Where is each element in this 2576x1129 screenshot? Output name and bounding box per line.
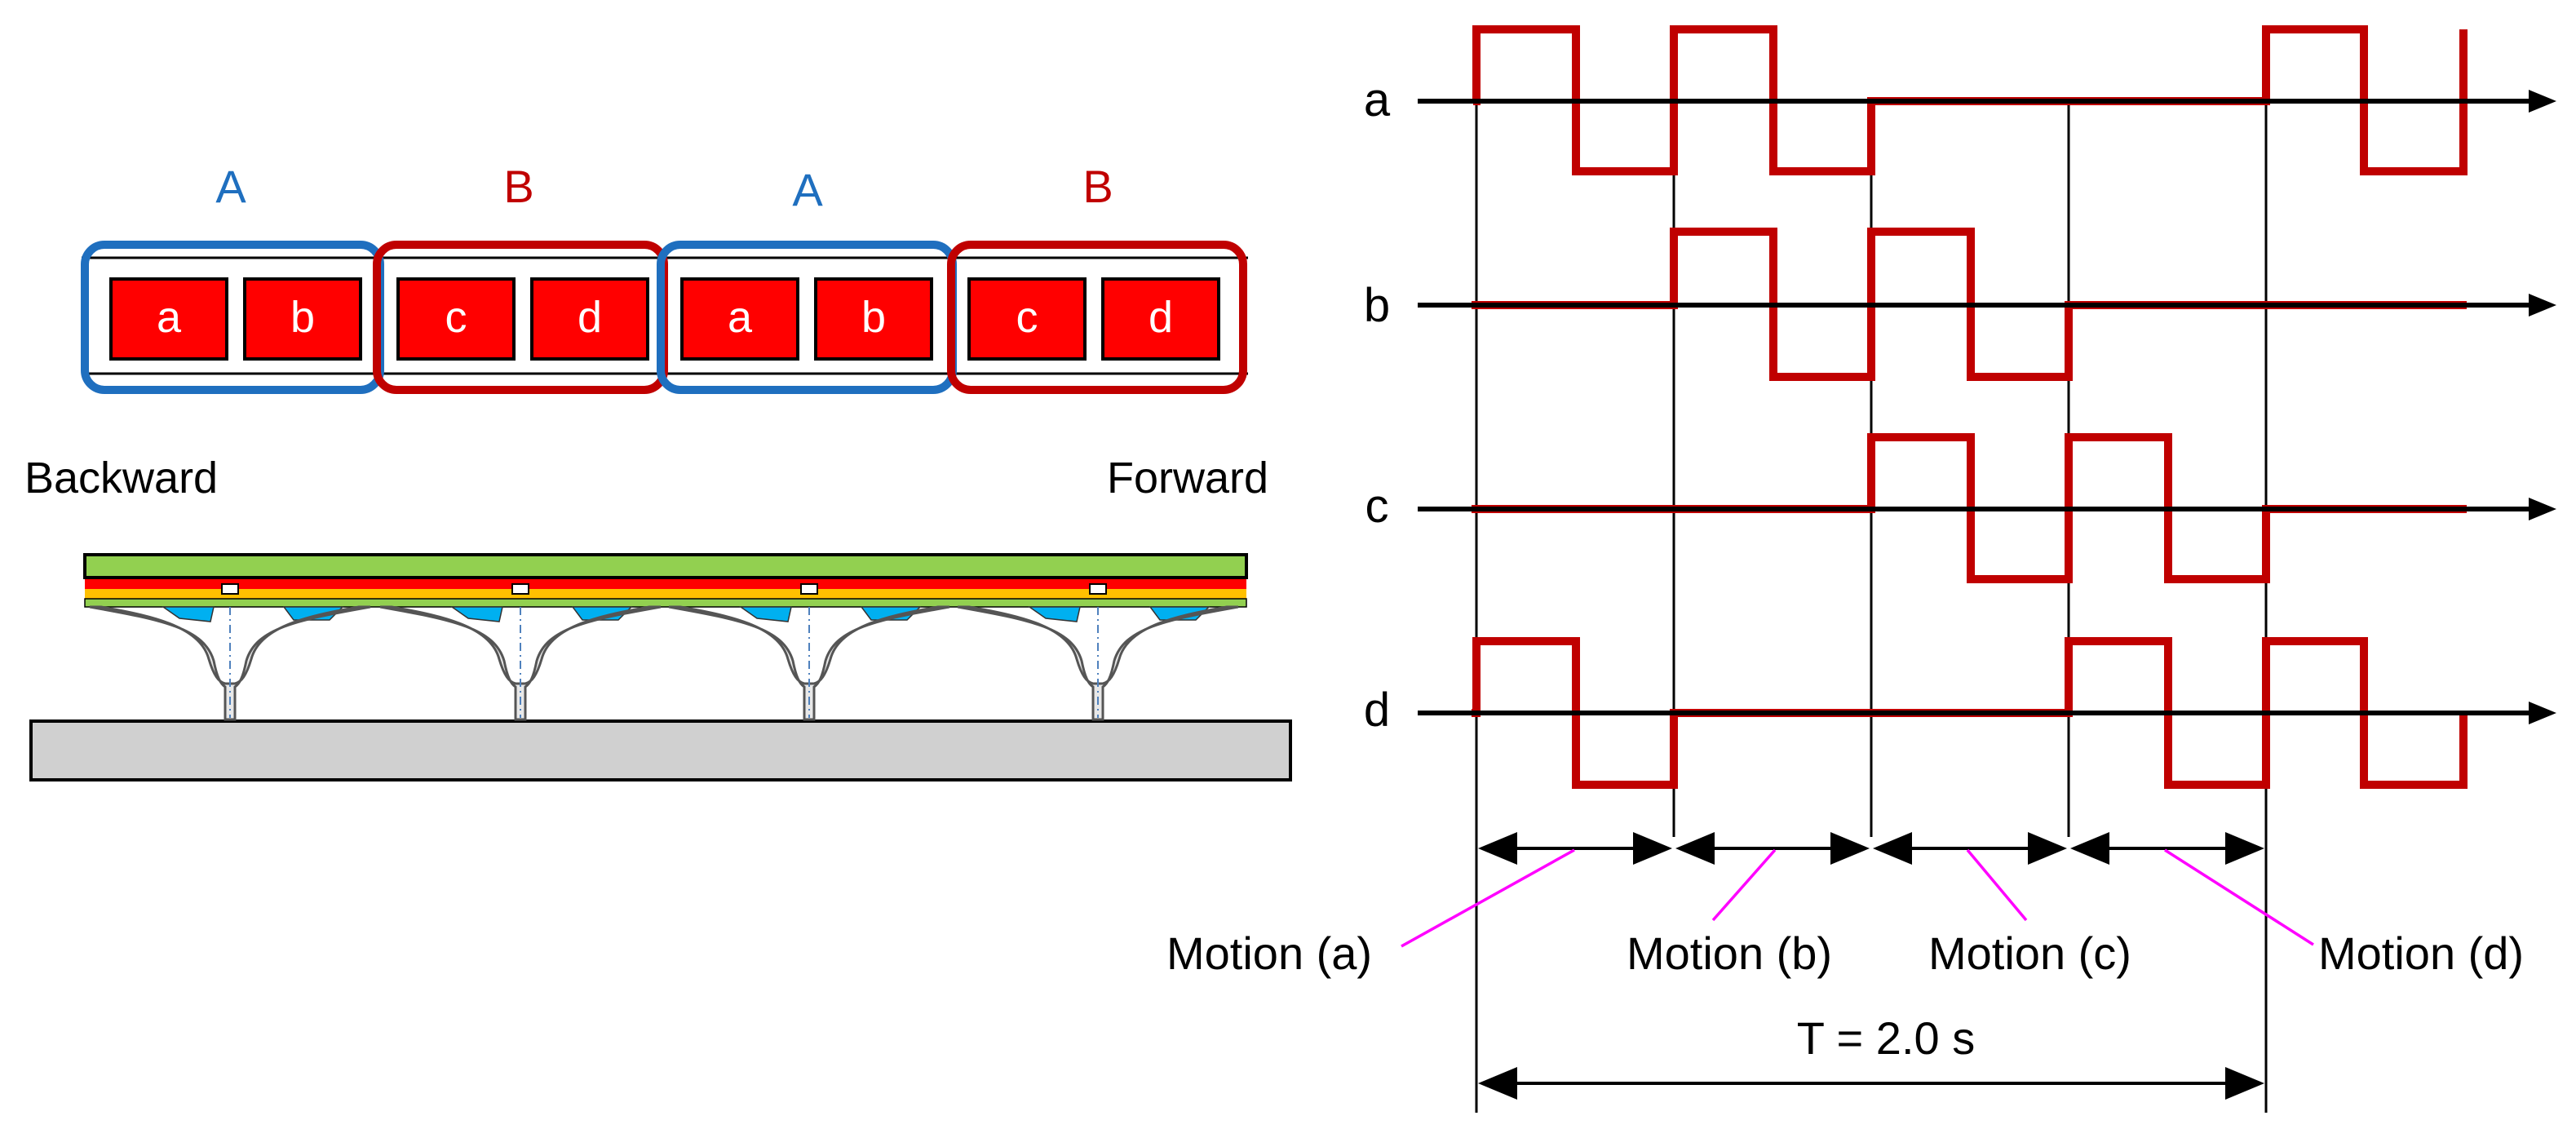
segment-block-7: c bbox=[967, 277, 1087, 361]
waveform-d bbox=[1472, 637, 2468, 789]
motion-label-b: Motion (b) bbox=[1627, 928, 1832, 979]
signal-label-d: d bbox=[1364, 684, 1390, 737]
signal-label-c: c bbox=[1365, 480, 1389, 533]
green-base-layer bbox=[84, 598, 1247, 608]
robot-side-view bbox=[29, 553, 1292, 781]
blue-pads bbox=[161, 606, 1211, 622]
segment-block-5: a bbox=[680, 277, 799, 361]
group-label-b-2: B bbox=[1082, 161, 1113, 212]
segment-groups: A B A B a b c d a bbox=[81, 161, 1248, 394]
motion-label-d: Motion (d) bbox=[2318, 928, 2524, 979]
forward-label: Forward bbox=[1107, 454, 1268, 503]
svg-text:c: c bbox=[1016, 293, 1038, 342]
red-layer bbox=[85, 579, 1246, 589]
segment-block-1: a bbox=[109, 277, 228, 361]
backward-label: Backward bbox=[24, 454, 218, 503]
yellow-layer bbox=[85, 589, 1246, 599]
group-label-a-1: A bbox=[215, 161, 246, 212]
svg-text:a: a bbox=[157, 293, 182, 342]
ground-block bbox=[29, 719, 1292, 781]
segment-block-8: d bbox=[1101, 277, 1220, 361]
segment-block-6: b bbox=[814, 277, 933, 361]
layer-connectors bbox=[221, 583, 1107, 595]
motion-label-a: Motion (a) bbox=[1166, 928, 1372, 979]
segment-block-4: d bbox=[530, 277, 649, 361]
segment-block-3: c bbox=[396, 277, 516, 361]
signal-label-b: b bbox=[1364, 279, 1390, 332]
svg-text:a: a bbox=[728, 293, 753, 342]
svg-text:d: d bbox=[1149, 293, 1173, 342]
svg-text:b: b bbox=[861, 293, 886, 342]
time-axes bbox=[1418, 90, 2556, 724]
motion-interval-arrows bbox=[1478, 832, 2264, 865]
svg-text:b: b bbox=[290, 293, 315, 342]
svg-text:c: c bbox=[445, 293, 467, 342]
group-label-b-1: B bbox=[503, 161, 533, 212]
top-plate bbox=[83, 553, 1248, 579]
signal-label-a: a bbox=[1364, 73, 1391, 126]
group-b-outline-2 bbox=[947, 241, 1247, 394]
period-label: T = 2.0 s bbox=[1797, 1012, 1975, 1064]
leg-centerlines bbox=[229, 607, 1099, 718]
segment-block-2: b bbox=[243, 277, 362, 361]
motion-callout-lines bbox=[1401, 848, 2314, 948]
motion-label-c: Motion (c) bbox=[1928, 928, 2131, 979]
group-label-a-2: A bbox=[792, 164, 823, 215]
timing-diagram: a b c d bbox=[1166, 25, 2556, 1113]
svg-text:d: d bbox=[578, 293, 602, 342]
period-arrow bbox=[1478, 1067, 2264, 1100]
curved-legs bbox=[89, 605, 1239, 721]
waveform-a bbox=[1472, 25, 2468, 175]
